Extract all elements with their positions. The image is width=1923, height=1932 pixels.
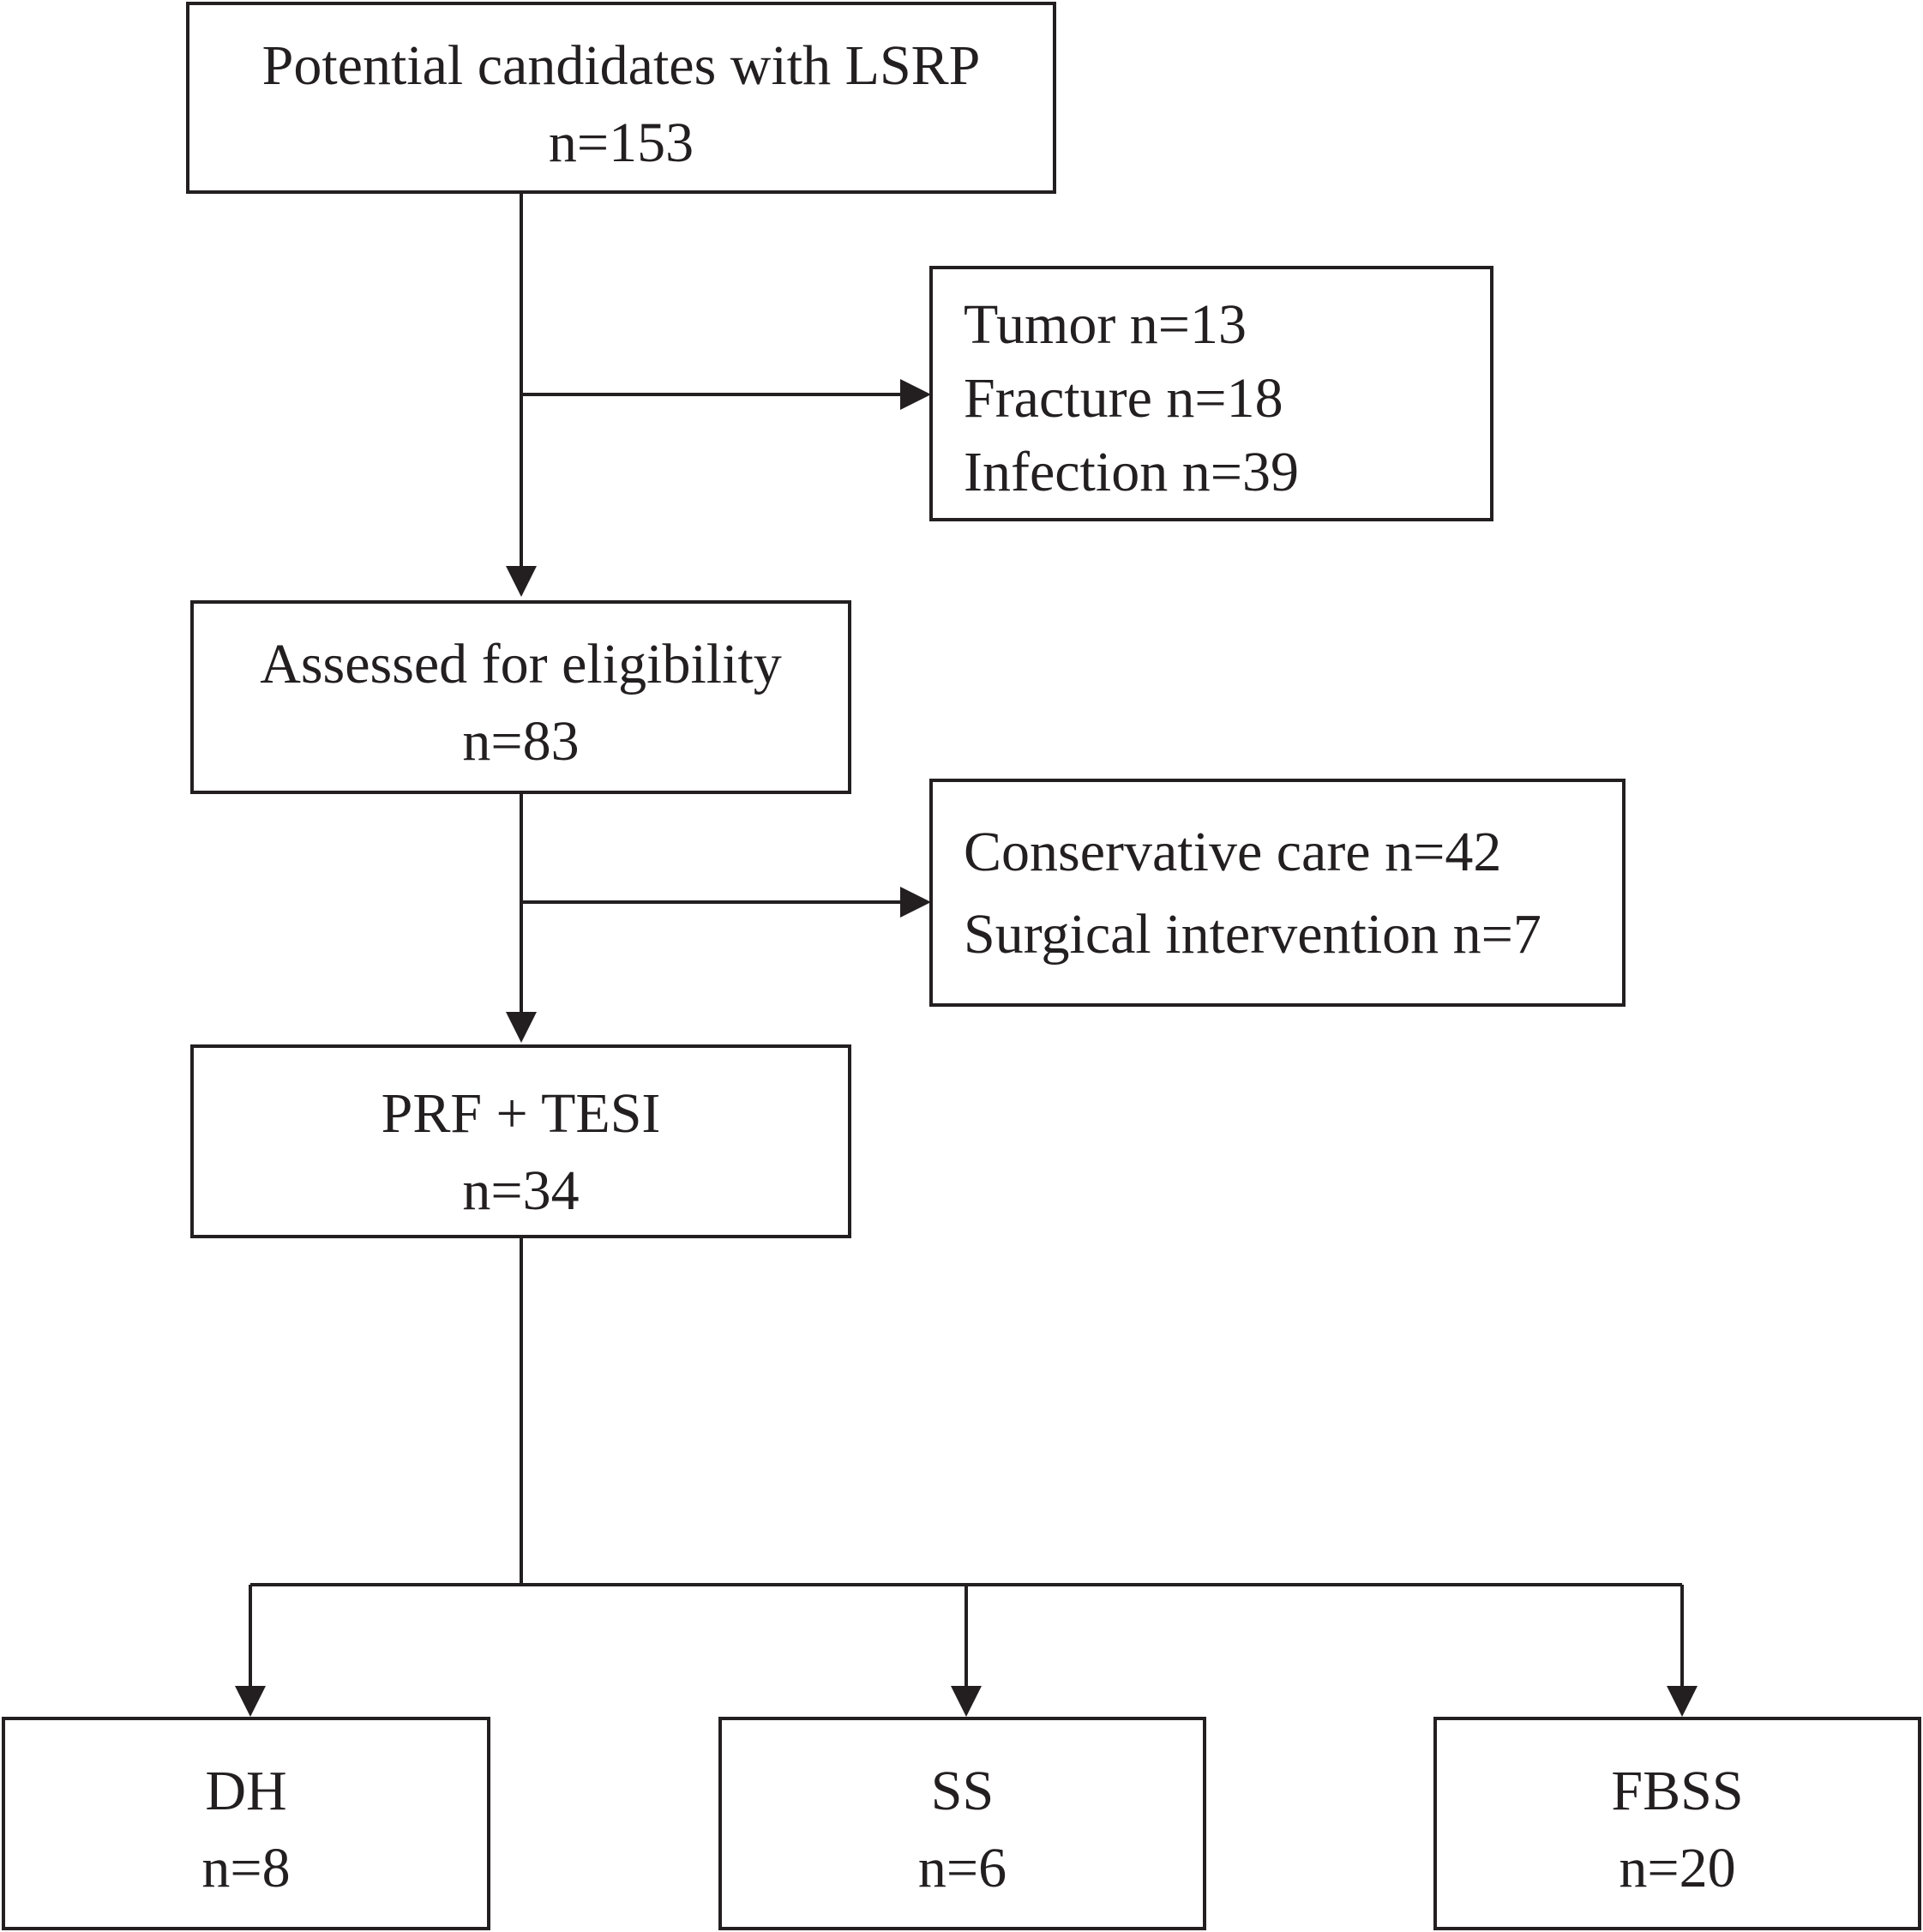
potential-candidates-count: n=153 (548, 111, 694, 174)
group-box-dh: DH n=8 (2, 1717, 490, 1930)
group-ss-label: SS (930, 1760, 995, 1822)
group-fbss-label: FBSS (1611, 1760, 1744, 1822)
assessed-eligibility-count: n=83 (462, 710, 580, 773)
arrowhead-treatment (506, 1012, 537, 1043)
potential-candidates-box: Potential candidates with LSRP n=153 (186, 2, 1056, 194)
arrowhead-assessed (506, 566, 537, 597)
treatment-label: PRF + TESI (381, 1082, 661, 1145)
assessed-eligibility-box: Assessed for eligibility n=83 (190, 600, 851, 794)
exclusion-box-first: Tumor n=13 Fracture n=18 Infection n=39 (929, 266, 1493, 521)
exclusion-conservative-care: Conservative care n=42 (964, 821, 1502, 883)
group-box-ss: SS n=6 (718, 1717, 1206, 1930)
treatment-count: n=34 (462, 1159, 580, 1222)
group-dh-label: DH (205, 1760, 287, 1822)
arrowhead-group-1 (235, 1686, 266, 1717)
treatment-box: PRF + TESI n=34 (190, 1044, 851, 1238)
arrowhead-group-3 (1667, 1686, 1698, 1717)
arrowhead-group-2 (951, 1686, 982, 1717)
exclusion-surgical-intervention: Surgical intervention n=7 (964, 903, 1541, 966)
arrowhead-excluded-first (900, 379, 931, 410)
exclusion-tumor: Tumor n=13 (964, 293, 1247, 356)
group-fbss-count: n=20 (1619, 1837, 1736, 1899)
group-ss-count: n=6 (917, 1837, 1007, 1899)
group-dh-count: n=8 (201, 1837, 291, 1899)
exclusion-box-second: Conservative care n=42 Surgical interven… (929, 779, 1626, 1007)
potential-candidates-label: Potential candidates with LSRP (261, 34, 981, 97)
exclusion-fracture: Fracture n=18 (964, 367, 1283, 430)
arrowhead-excluded-second (900, 887, 931, 918)
group-box-fbss: FBSS n=20 (1433, 1717, 1921, 1930)
assessed-eligibility-label: Assessed for eligibility (260, 633, 782, 695)
exclusion-infection: Infection n=39 (964, 441, 1299, 503)
